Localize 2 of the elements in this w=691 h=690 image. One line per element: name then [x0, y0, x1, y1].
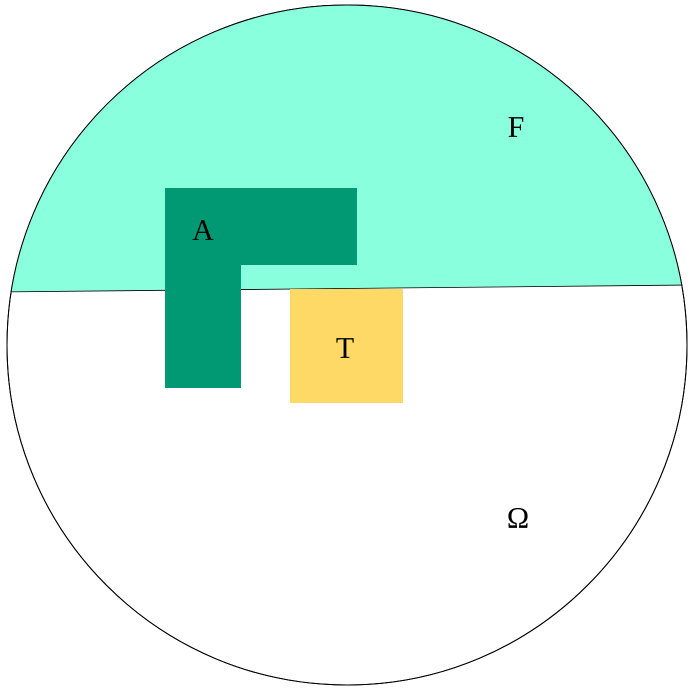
square-block: T [290, 289, 403, 403]
node-label: Ω [508, 508, 528, 528]
